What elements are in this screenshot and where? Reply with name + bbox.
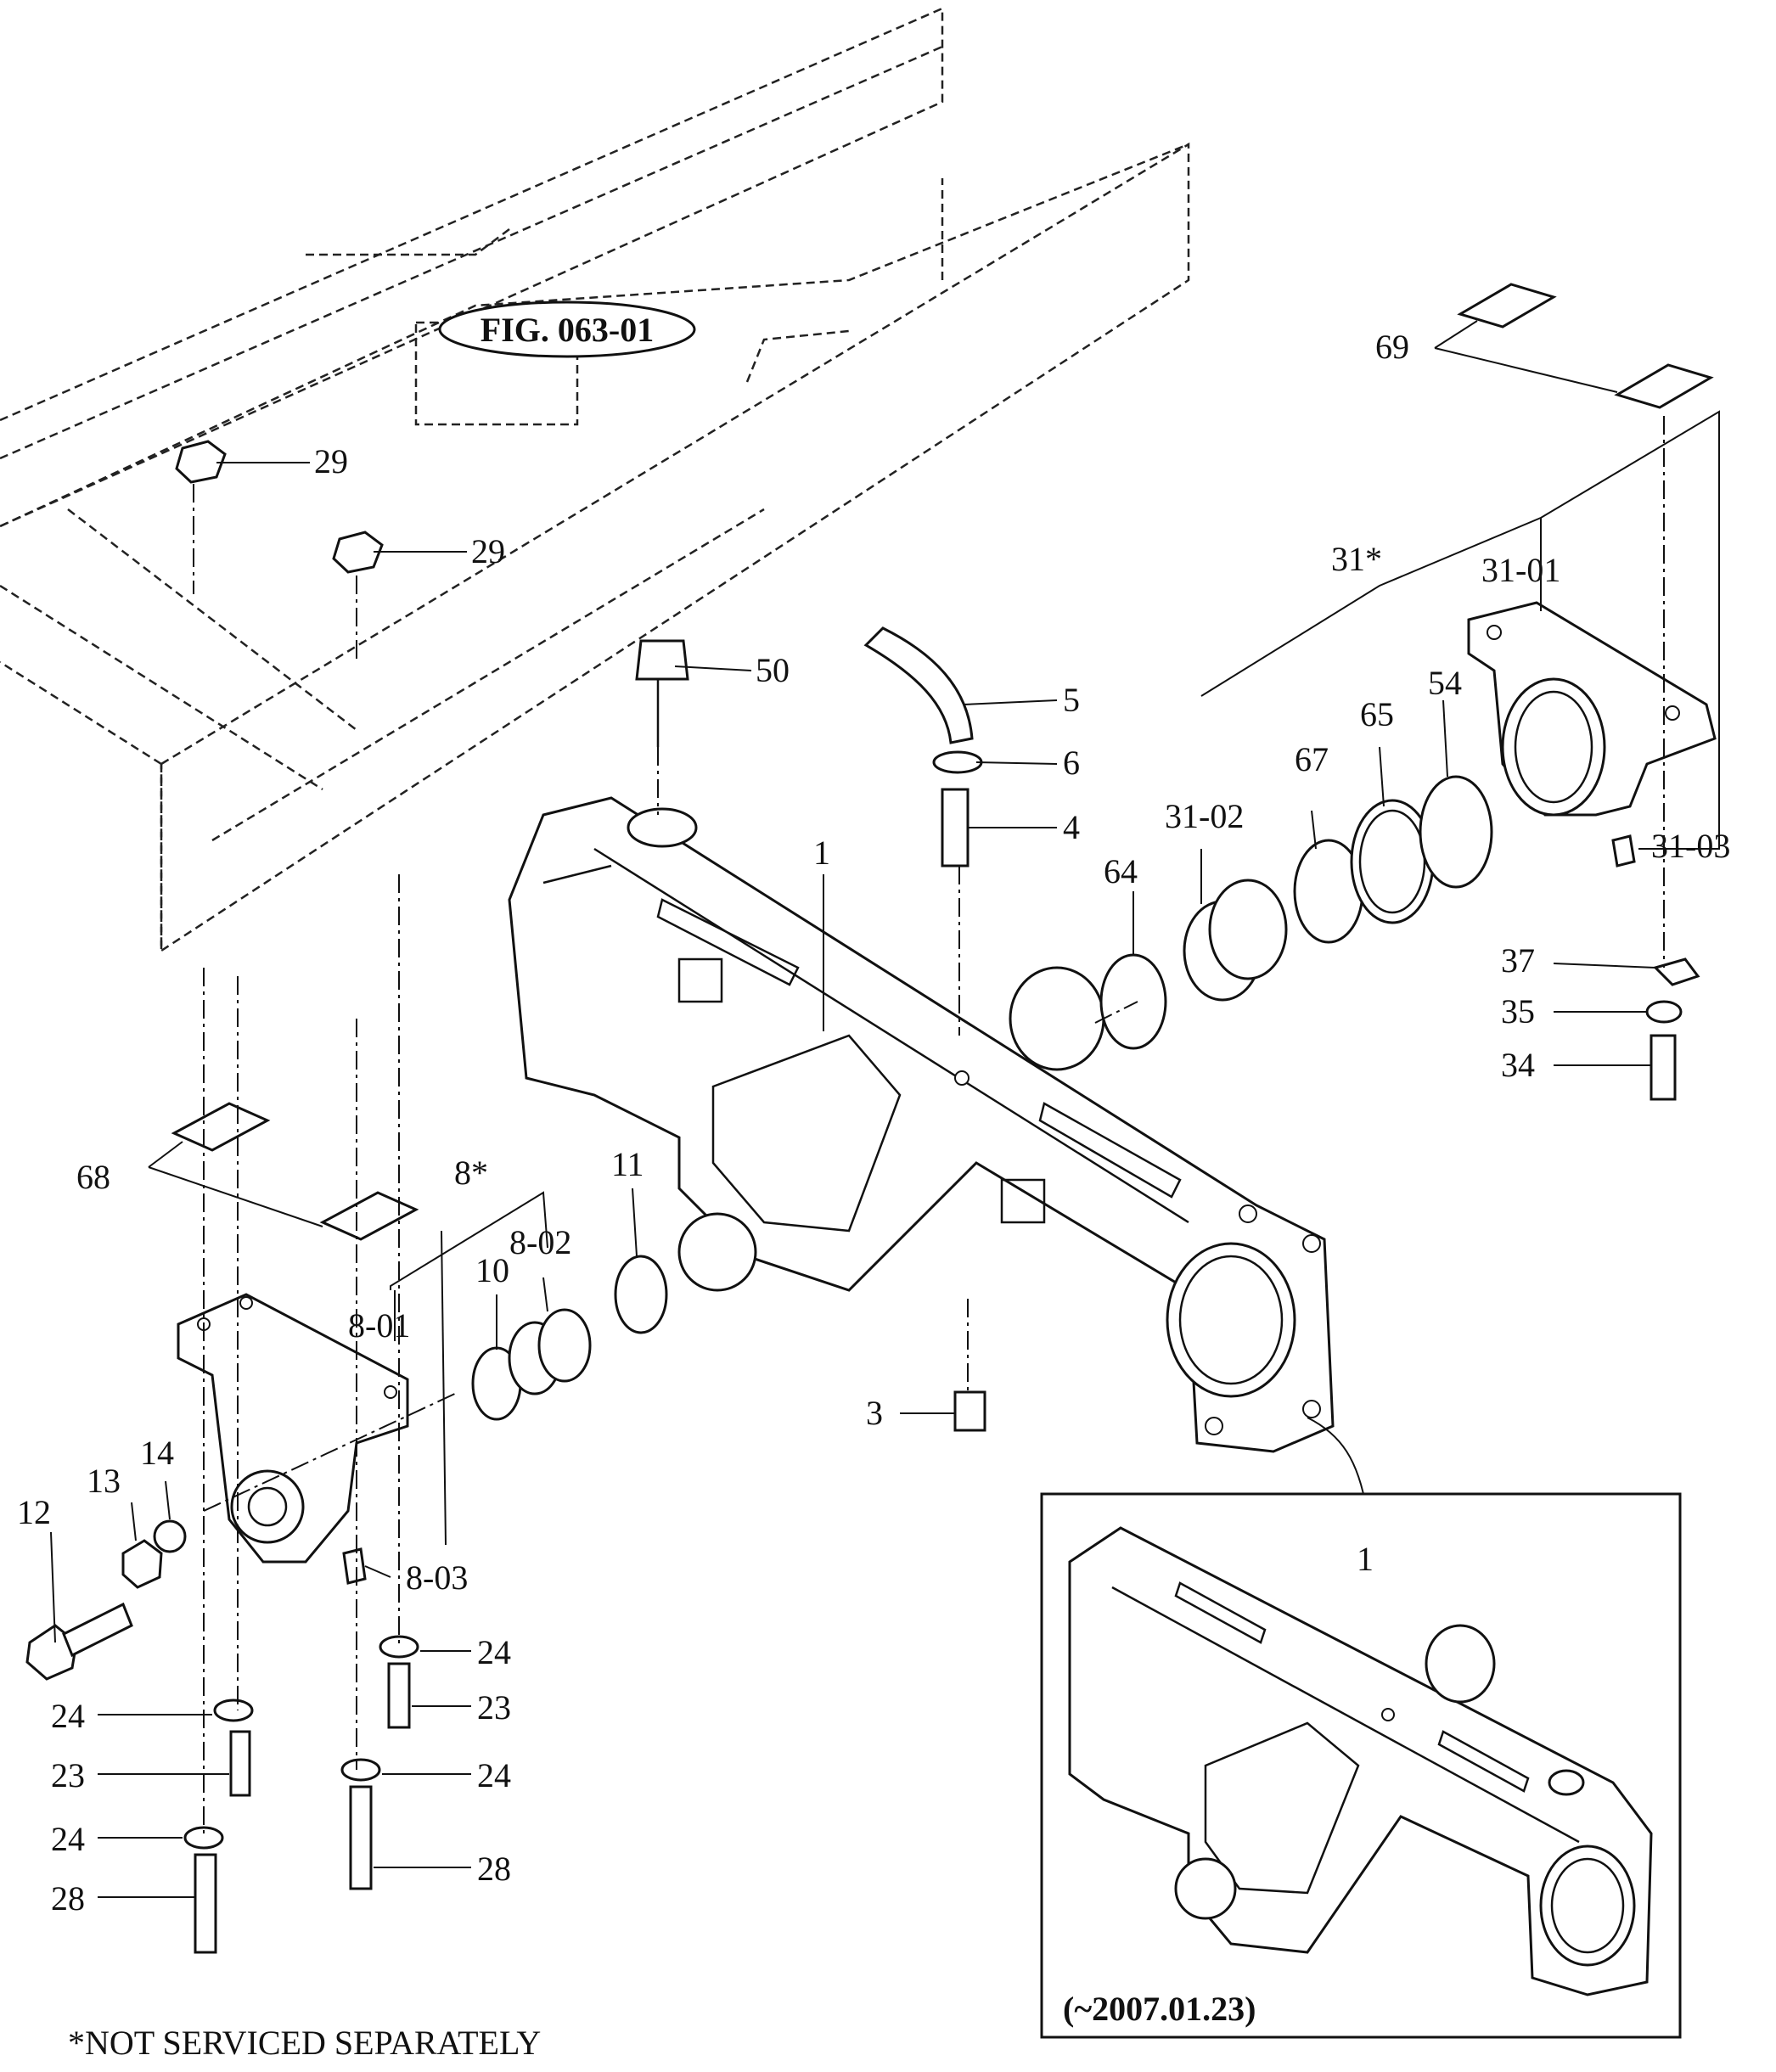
shim-68-a [171, 1102, 271, 1152]
footnote: *NOT SERVICED SEPARATELY [68, 2024, 541, 2062]
fittings [635, 626, 986, 1432]
callout-31-02: 31-02 [1165, 797, 1244, 835]
callout-24-c: 24 [477, 1633, 511, 1671]
grease-fitting-8-03 [342, 1547, 367, 1585]
callout-23-a: 23 [51, 1756, 85, 1794]
callout-29-b: 29 [471, 532, 505, 570]
seals-and-bushings [471, 775, 1493, 1421]
callout-67: 67 [1295, 740, 1329, 778]
clamp-6 [932, 750, 983, 774]
callout-34: 34 [1501, 1046, 1535, 1084]
callout-1: 1 [813, 834, 830, 872]
center-lines [193, 416, 1665, 1838]
nut-29-b [332, 531, 384, 574]
bolt-28-a [194, 1853, 217, 1954]
callout-6: 6 [1063, 744, 1080, 782]
shim-68-b [319, 1191, 419, 1241]
plug-50 [635, 639, 689, 681]
washer-14 [153, 1519, 187, 1553]
callout-8: 8* [454, 1154, 488, 1192]
washer-35 [1645, 1000, 1683, 1024]
callout-24-a: 24 [51, 1697, 85, 1735]
callout-68: 68 [76, 1158, 110, 1196]
callout-4: 4 [1063, 808, 1080, 846]
inset-early-variant: (~2007.01.23) [1040, 1492, 1682, 2039]
callout-65: 65 [1360, 695, 1394, 733]
callout-31-03: 31-03 [1651, 827, 1730, 865]
callout-29-a: 29 [314, 442, 348, 480]
bolt-12-shank [62, 1602, 133, 1658]
leader-lines [50, 320, 1720, 1898]
callout-50: 50 [756, 651, 790, 689]
callout-8-03: 8-03 [406, 1558, 468, 1597]
figure-reference-text: FIG. 063-01 [481, 311, 654, 349]
callout-31-01: 31-01 [1481, 551, 1560, 589]
ring-54 [1419, 775, 1493, 889]
callout-37: 37 [1501, 941, 1535, 980]
nut-13 [121, 1539, 163, 1589]
plug-3 [953, 1390, 986, 1432]
callout-31: 31* [1331, 540, 1382, 578]
callout-54: 54 [1428, 664, 1462, 702]
callout-8-02: 8-02 [509, 1223, 571, 1261]
bolt-28-b [349, 1785, 373, 1890]
grease-fitting-31-03 [1611, 834, 1636, 868]
vehicle-frame [0, 7, 1190, 953]
callout-14: 14 [140, 1434, 174, 1472]
callout-28-a: 28 [51, 1879, 85, 1918]
callout-3: 3 [866, 1394, 883, 1432]
callout-5: 5 [1063, 681, 1080, 719]
o-ring-64 [1099, 953, 1167, 1050]
callout-11: 11 [611, 1145, 644, 1183]
nipple-4 [941, 788, 969, 868]
callout-24-d: 24 [477, 1756, 511, 1794]
axle-housing [508, 796, 1335, 1453]
shims [171, 283, 1714, 1241]
callouts: 1 1 3 4 5 6 8* 8-01 8-02 8-03 10 11 12 1… [17, 328, 1730, 1918]
bushing-31-02 [1183, 879, 1288, 1002]
nut-29-a [175, 440, 227, 484]
fasteners [25, 440, 1700, 1954]
callout-8-01: 8-01 [348, 1306, 410, 1345]
callout-28-b: 28 [477, 1850, 511, 1888]
shim-69-b [1614, 363, 1714, 409]
bolt-23-a [229, 1730, 251, 1797]
callout-12: 12 [17, 1493, 51, 1531]
bearing-cap-31-01 [1467, 601, 1717, 817]
hose-5 [863, 626, 974, 744]
bolt-23-b [387, 1662, 411, 1729]
bushing-8-02 [508, 1308, 592, 1395]
callout-10: 10 [475, 1251, 509, 1289]
callout-13: 13 [87, 1462, 121, 1500]
shim-37 [1653, 957, 1700, 986]
figure-reference[interactable]: FIG. 063-01 [438, 300, 696, 358]
callout-35: 35 [1501, 992, 1535, 1030]
bolt-34 [1650, 1034, 1677, 1101]
callout-23-b: 23 [477, 1688, 511, 1727]
o-ring-11 [614, 1255, 668, 1334]
callout-64: 64 [1104, 852, 1138, 890]
callout-69: 69 [1375, 328, 1409, 366]
inset-date: (~2007.01.23) [1063, 1990, 1256, 2028]
callout-1-inset: 1 [1357, 1540, 1374, 1578]
callout-24-b: 24 [51, 1820, 85, 1858]
shim-69-a [1457, 283, 1557, 328]
